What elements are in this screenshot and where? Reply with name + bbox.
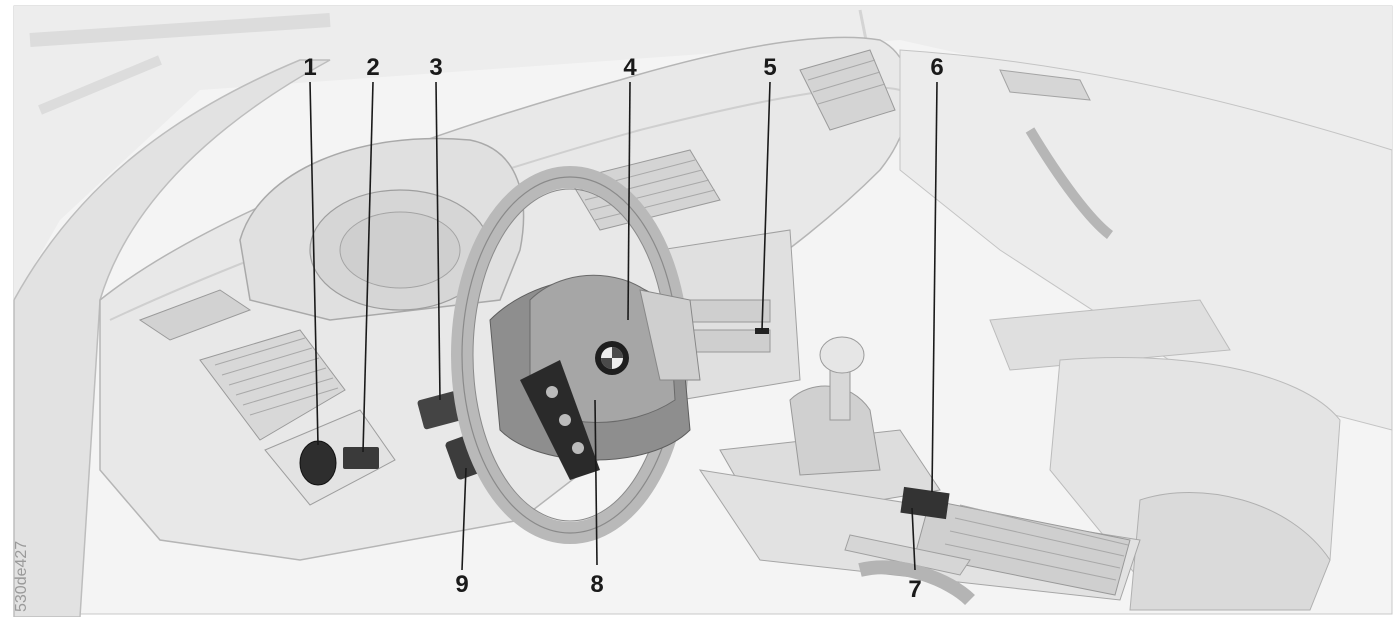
instrument-cluster [239,137,525,321]
callout-9: 9 [455,571,468,598]
leader-line-1 [309,81,319,446]
light-switch-panel [264,409,396,506]
a-pillar [13,59,331,617]
leader-line-4 [627,81,631,321]
rear-console [698,469,1141,606]
light-switch-knob [299,440,337,486]
gear-knob [819,336,865,374]
leader-line-6 [931,81,938,493]
leader-line-8 [594,399,598,566]
leader-line-2 [362,81,374,453]
left-air-vents [138,289,346,441]
leader-line-9 [461,467,467,571]
callout-6: 6 [930,54,943,81]
callout-labels: 1 2 3 4 5 6 7 8 9 [303,54,943,603]
callout-8: 8 [590,571,603,598]
callout-1: 1 [303,54,316,81]
callout-7: 7 [908,576,921,603]
callout-3: 3 [429,54,442,81]
image-code-label: 530de427 [13,541,30,612]
callout-4: 4 [623,54,637,81]
image-code-text: 530de427 [13,541,30,612]
instrument-lighting-control [343,447,379,469]
steering-wheel [451,166,701,544]
callout-5: 5 [763,54,776,81]
leader-line-5 [761,81,771,331]
bmw-roundel-icon [595,341,629,375]
hazard-warning-button [755,328,769,334]
turn-signal-stalk [417,390,465,430]
centre-air-vents [569,49,896,231]
leader-line-3 [435,81,441,401]
leader-line-7 [911,507,916,571]
callout-2: 2 [366,54,379,81]
door-and-seat [899,49,1393,611]
leader-lines [309,81,938,571]
